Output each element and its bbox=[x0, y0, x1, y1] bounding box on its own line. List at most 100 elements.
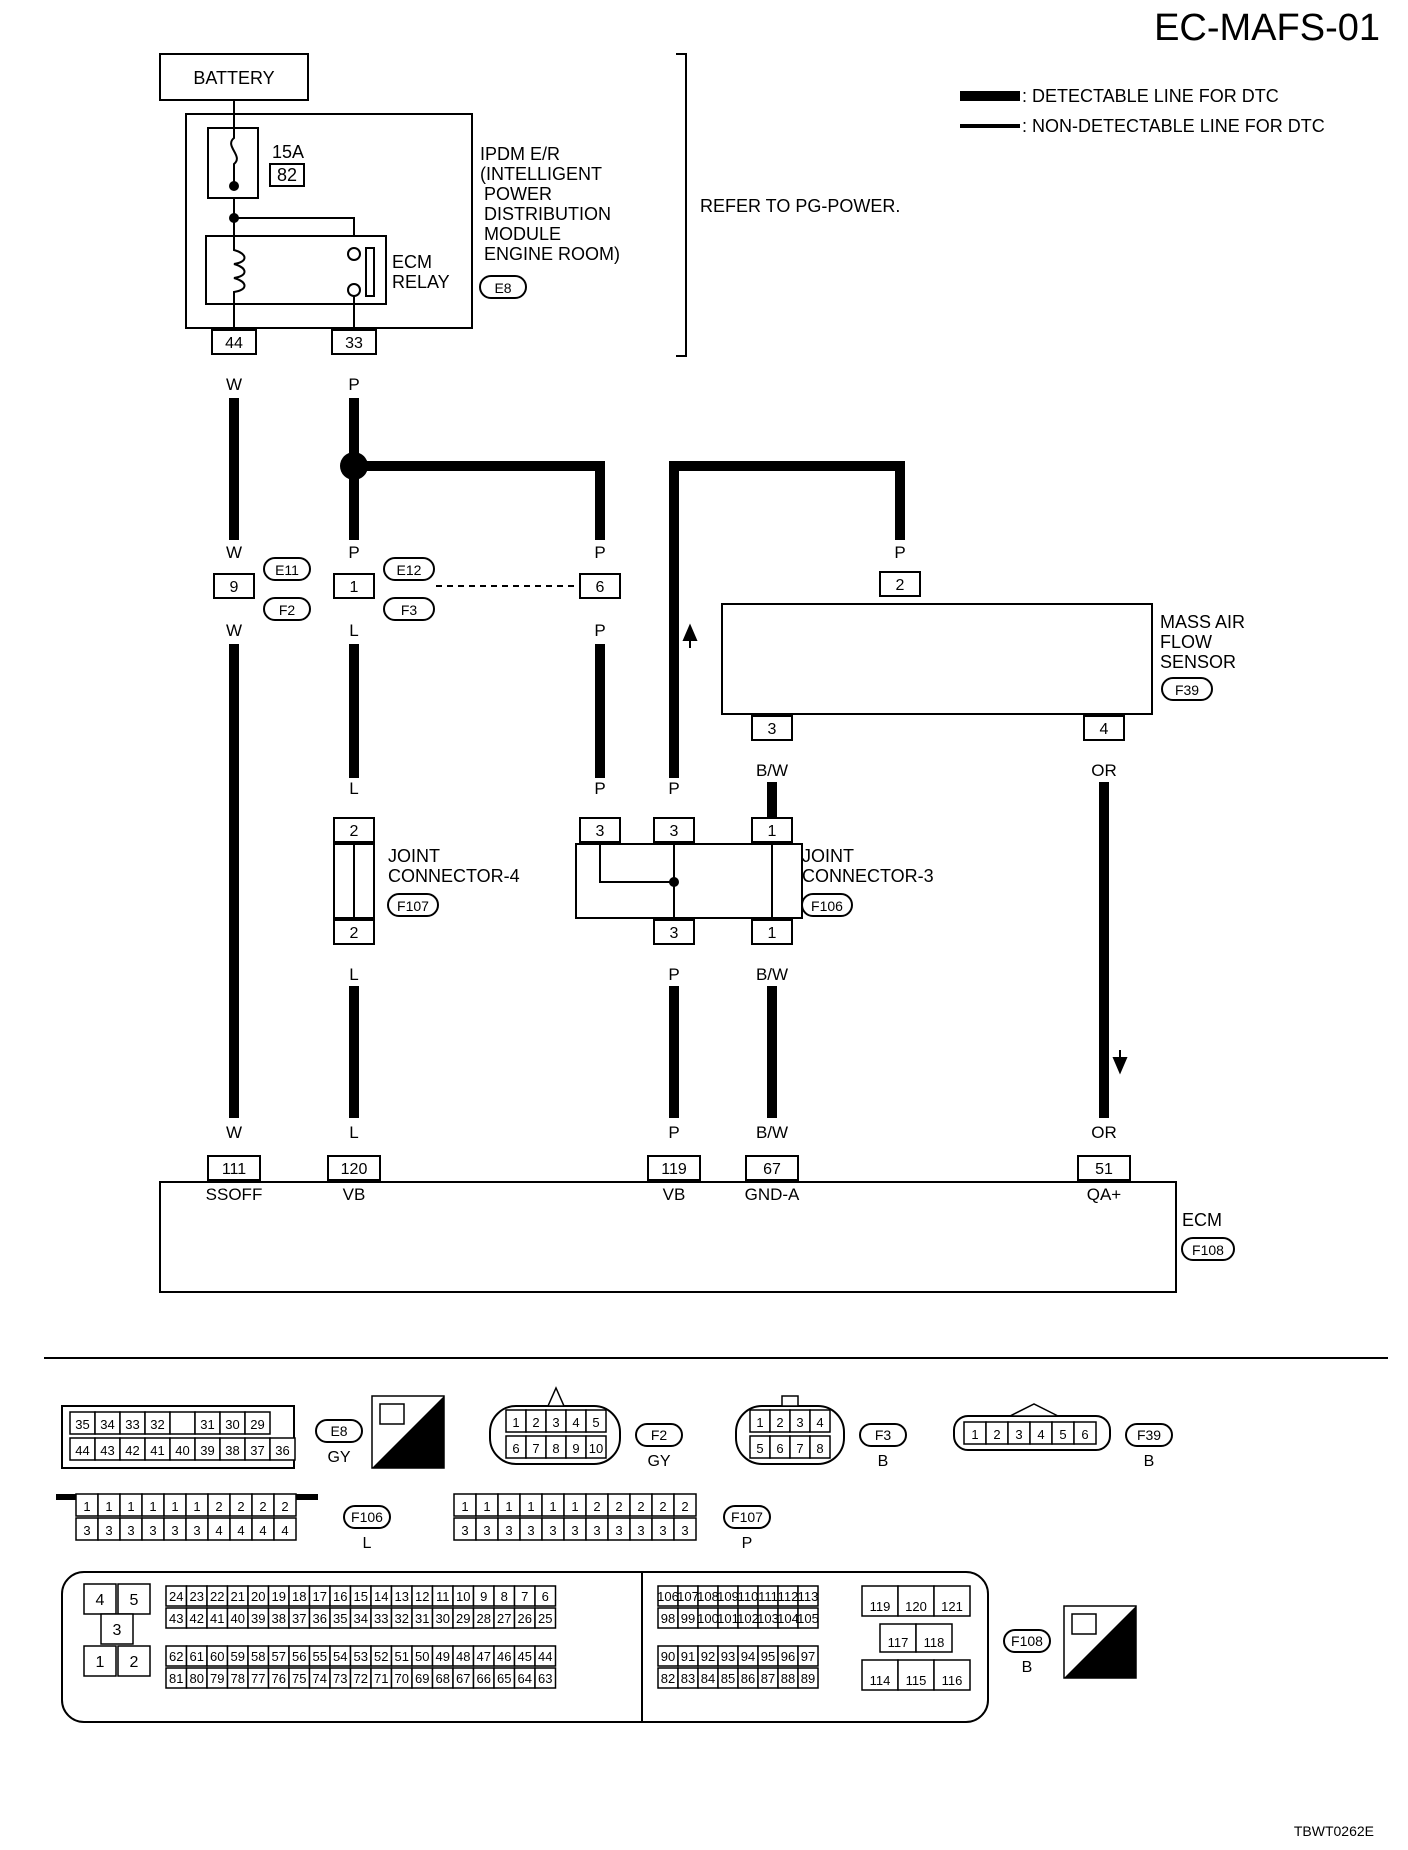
harness-pin-1: 1 bbox=[350, 579, 359, 596]
f108-row4-pin: 73 bbox=[333, 1671, 347, 1686]
f106-bottom-pin: 4 bbox=[281, 1523, 288, 1538]
harness-pin-9: 9 bbox=[230, 579, 239, 596]
f107-top-pin: 2 bbox=[593, 1499, 600, 1514]
f107-top-pin: 2 bbox=[659, 1499, 666, 1514]
f108-row1-pin: 15 bbox=[354, 1589, 368, 1604]
f108-row2-pin: 35 bbox=[333, 1611, 347, 1626]
f3-key bbox=[781, 1395, 799, 1407]
maf-sensor-box bbox=[721, 603, 1153, 715]
f108-row2-pin: 33 bbox=[374, 1611, 388, 1626]
f106-bottom-pin: 4 bbox=[259, 1523, 266, 1538]
joint3-connector: F106 bbox=[811, 898, 843, 914]
maf-connector: F39 bbox=[1175, 682, 1199, 698]
f108-housing bbox=[61, 1571, 989, 1723]
wire-label-bw-3: B/W bbox=[756, 1123, 788, 1142]
f107-top-pin: 1 bbox=[505, 1499, 512, 1514]
e8-top-cell bbox=[169, 1411, 196, 1435]
f108-row3-pin: 44 bbox=[538, 1649, 552, 1664]
f106-top-pin: 2 bbox=[259, 1499, 266, 1514]
f108-row1-pin: 14 bbox=[374, 1589, 388, 1604]
f108-mid-row1-pin: 110 bbox=[738, 1589, 759, 1604]
joint3-pin-1-top: 1 bbox=[768, 823, 777, 840]
f108-row1-pin: 12 bbox=[415, 1589, 429, 1604]
f108-mid-row1-pin: 106 bbox=[657, 1589, 679, 1604]
connector-badge-label: F3 bbox=[875, 1427, 892, 1443]
f108-mid-row2-cell bbox=[797, 1607, 819, 1629]
f108-mid-row1-pin: 107 bbox=[677, 1589, 699, 1604]
wire-label-p-2: P bbox=[348, 543, 359, 562]
connector-badge bbox=[343, 1505, 391, 1529]
f108-row2-pin: 30 bbox=[436, 1611, 450, 1626]
e8-bottom-pin: 44 bbox=[75, 1443, 89, 1458]
joint4-pin-bottom: 2 bbox=[350, 925, 359, 942]
f108-mid-row3-pin: 94 bbox=[741, 1649, 755, 1664]
f108-row2-pin: 42 bbox=[190, 1611, 204, 1626]
wire-label-w-4: W bbox=[226, 1123, 242, 1142]
f106-bottom-pin: 4 bbox=[237, 1523, 244, 1538]
ecm-pin-111: 111 bbox=[222, 1161, 246, 1178]
f108-mid-row4-pin: 89 bbox=[801, 1671, 815, 1686]
f108-row2-pin: 27 bbox=[497, 1611, 511, 1626]
f39-key bbox=[1009, 1403, 1059, 1417]
f108-row1-pin: 9 bbox=[480, 1589, 487, 1604]
ipdm-pin-33: 33 bbox=[345, 335, 363, 352]
f108-row3-pin: 56 bbox=[292, 1649, 306, 1664]
f108-right-mid-cell bbox=[915, 1623, 953, 1653]
f108-row4-pin: 66 bbox=[477, 1671, 491, 1686]
f108-row3-pin: 53 bbox=[354, 1649, 368, 1664]
f108-right-bot-cell bbox=[897, 1659, 935, 1691]
f106-top-cell bbox=[273, 1493, 297, 1517]
f39-row-pin: 2 bbox=[993, 1427, 1000, 1442]
f39-row-pin: 6 bbox=[1081, 1427, 1088, 1442]
ecm-pin-119: 119 bbox=[661, 1161, 687, 1178]
joint4-label-1: JOINT bbox=[388, 846, 440, 866]
f108-mid-row2-pin: 101 bbox=[717, 1611, 739, 1626]
wire-label-w-2: W bbox=[226, 543, 242, 562]
figure-code: TBWT0262E bbox=[1294, 1823, 1374, 1839]
f108-right-top-cell bbox=[933, 1585, 971, 1617]
f108-mid-row1-pin: 108 bbox=[697, 1589, 719, 1604]
f108-row1-pin: 11 bbox=[436, 1589, 450, 1604]
refer-bracket bbox=[676, 53, 687, 357]
f108-row3-pin: 49 bbox=[436, 1649, 450, 1664]
f108-row1-pin: 21 bbox=[231, 1589, 245, 1604]
f108-row2-pin: 36 bbox=[313, 1611, 327, 1626]
f108-mid-row4-pin: 85 bbox=[721, 1671, 735, 1686]
f107-bottom-cell bbox=[673, 1517, 697, 1541]
f108-row1-pin: 23 bbox=[190, 1589, 204, 1604]
connector-badge bbox=[635, 1423, 683, 1447]
f3-top-pin: 3 bbox=[796, 1415, 803, 1430]
relay-label-2: RELAY bbox=[392, 272, 450, 292]
f3-top-pin: 1 bbox=[756, 1415, 763, 1430]
maf-pin-2: 2 bbox=[896, 577, 905, 594]
e8-bottom-pin: 37 bbox=[250, 1443, 264, 1458]
f108-left-cell bbox=[100, 1613, 134, 1645]
f108-row3-pin: 61 bbox=[190, 1649, 204, 1664]
f106-top-pin: 1 bbox=[105, 1499, 112, 1514]
wire-label-p-4: P bbox=[594, 621, 605, 640]
f107-bottom-pin: 3 bbox=[615, 1523, 622, 1538]
f108-mid-row4-pin: 82 bbox=[661, 1671, 675, 1686]
fuse-number-box bbox=[269, 163, 305, 187]
f108-row3-pin: 57 bbox=[272, 1649, 286, 1664]
f3-bottom-pin: 8 bbox=[816, 1441, 823, 1456]
f108-row1-pin: 22 bbox=[210, 1589, 224, 1604]
f108-row3-pin: 60 bbox=[210, 1649, 224, 1664]
f108-row3-pin: 54 bbox=[333, 1649, 347, 1664]
connector-badge bbox=[315, 1419, 363, 1443]
f108-mid-row3-cell bbox=[797, 1645, 819, 1667]
f3-bottom-cell bbox=[809, 1435, 831, 1459]
connector-badge bbox=[859, 1423, 907, 1447]
wire-label-p-5: P bbox=[594, 779, 605, 798]
wire-label-bw-1: B/W bbox=[756, 761, 788, 780]
wire-label-l-2: L bbox=[349, 779, 358, 798]
f108-mid-row1-pin: 109 bbox=[717, 1589, 739, 1604]
f106-bottom-pin: 3 bbox=[193, 1523, 200, 1538]
f108-row4-pin: 69 bbox=[415, 1671, 429, 1686]
f108-right-bot-pin: 115 bbox=[906, 1673, 927, 1688]
f2-top-pin: 3 bbox=[552, 1415, 559, 1430]
f108-row2-pin: 34 bbox=[354, 1611, 368, 1626]
ipdm-connector-badge bbox=[479, 275, 527, 299]
battery-box bbox=[159, 53, 309, 101]
